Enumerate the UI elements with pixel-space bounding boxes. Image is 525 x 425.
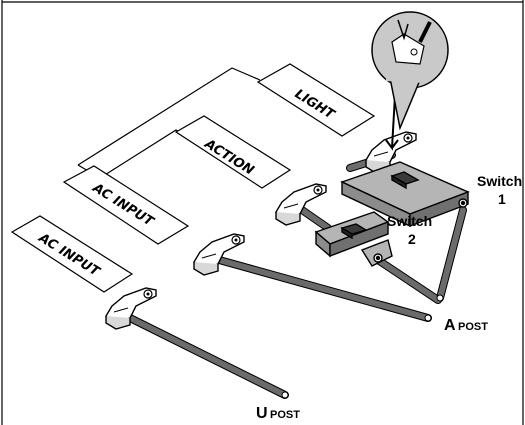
switch-1-name: Switch (477, 173, 522, 189)
post-u-word: POST (270, 409, 300, 421)
label-action: ACTION (174, 115, 292, 189)
switch-2 (314, 211, 393, 267)
switch-1-number: 1 (498, 191, 506, 207)
magnifier-callout-icon (371, 11, 449, 151)
post-a-word: POST (458, 321, 488, 333)
switch-2-name: Switch (387, 213, 432, 229)
label-ac-input-lower: AC INPUT (10, 215, 134, 293)
post-a-letter: A (444, 317, 456, 334)
wires (126, 151, 467, 399)
switch-1 (340, 161, 470, 228)
label-light: LIGHT (256, 63, 376, 137)
post-u-letter: U (256, 405, 268, 422)
label-ac-input-upper: AC INPUT (62, 165, 190, 245)
switch-2-number: 2 (408, 231, 416, 247)
